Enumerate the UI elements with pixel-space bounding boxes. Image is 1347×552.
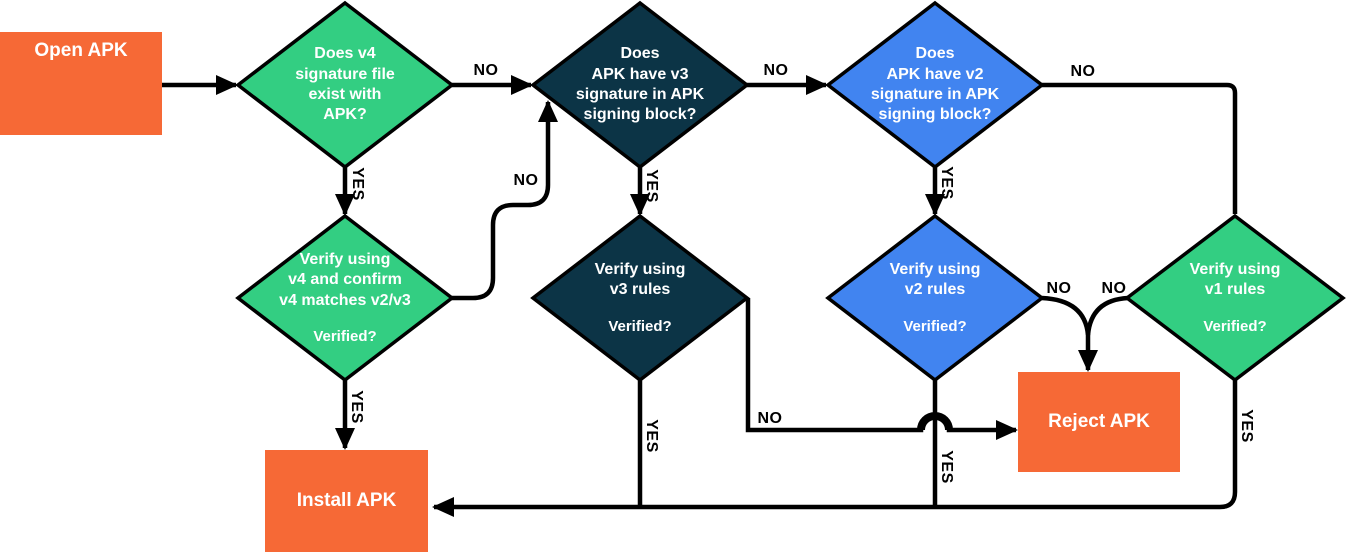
node-open-apk <box>0 32 162 135</box>
node-v4-verify-diamond <box>235 213 455 383</box>
edge-v1verify-no <box>1085 295 1129 336</box>
node-reject-apk <box>1018 372 1180 472</box>
node-v1-verify-diamond <box>1124 213 1346 383</box>
edge-v1verify-yes-to-install <box>432 380 1238 517</box>
node-v3-exists-diamond <box>530 0 750 170</box>
edge-v4verify-no <box>450 100 558 301</box>
edge-v2exists-no <box>1042 82 1238 214</box>
node-install-apk <box>265 450 428 552</box>
node-v2-verify-diamond <box>825 213 1045 383</box>
node-v3-verify-diamond <box>530 213 750 383</box>
edge-v2verify-no <box>1041 295 1098 372</box>
node-v4-exists-diamond <box>235 0 455 170</box>
node-v2-exists-diamond <box>825 0 1045 170</box>
